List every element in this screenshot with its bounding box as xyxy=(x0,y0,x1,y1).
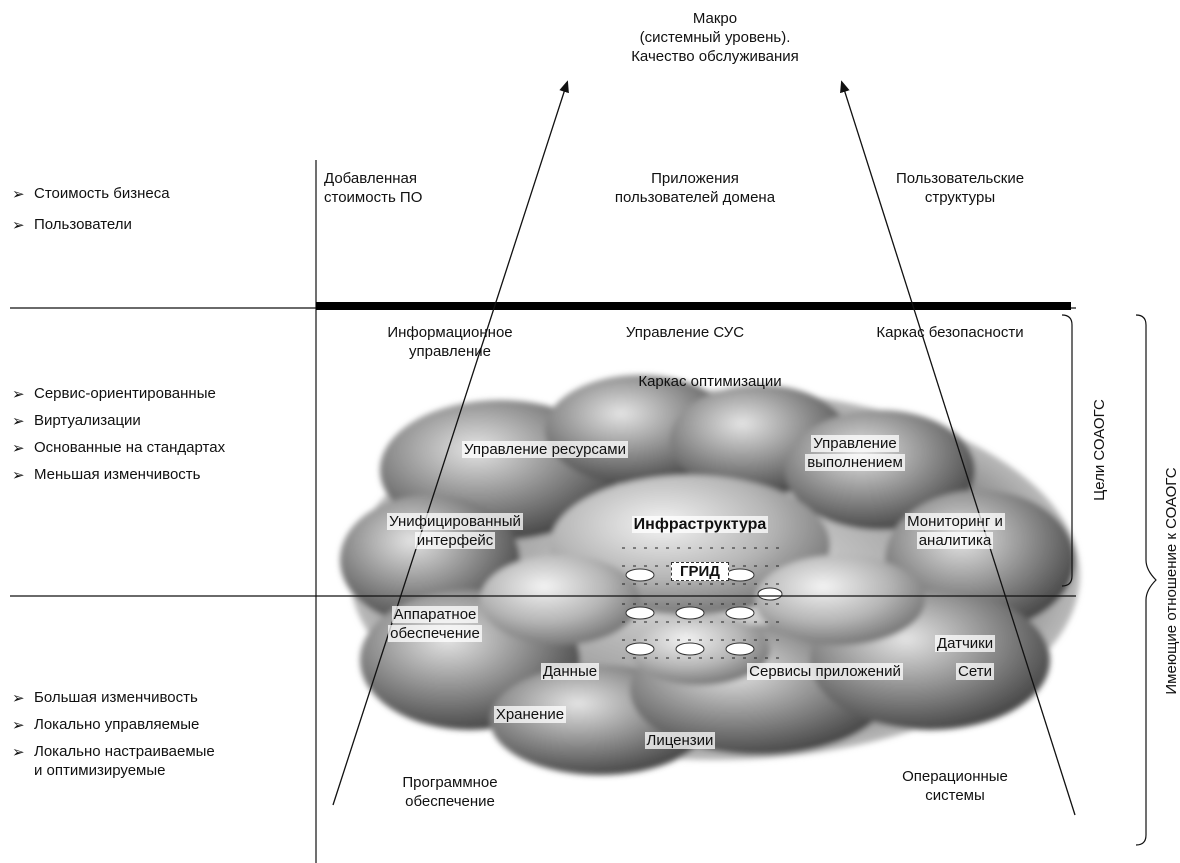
execution-management-label: Управление выполнением xyxy=(805,435,905,471)
bullets-business: ➢Стоимость бизнеса ➢Пользователи xyxy=(12,184,170,246)
bullet-arrow-icon: ➢ xyxy=(12,440,25,457)
info-management-label: Информационное управление xyxy=(387,324,513,360)
bullet-item-continuation: и оптимизируемые xyxy=(34,762,166,779)
bullet-arrow-icon: ➢ xyxy=(12,413,25,430)
security-frame-label: Каркас безопасности xyxy=(876,324,1024,341)
added-value-label: Добавленная стоимость ПО xyxy=(324,170,423,206)
bullet-arrow-icon: ➢ xyxy=(12,717,25,734)
storage-label: Хранение xyxy=(493,706,567,723)
bullet-item: ➢Стоимость бизнеса xyxy=(12,185,170,203)
grid-label: ГРИД xyxy=(640,562,760,581)
bullet-arrow-icon: ➢ xyxy=(12,217,25,234)
arrow-left xyxy=(332,80,569,806)
user-structures-label: Пользовательские структуры xyxy=(895,170,1025,206)
data-label: Данные xyxy=(540,663,600,680)
bullet-arrow-icon: ➢ xyxy=(12,744,25,761)
macro-label: Макро (системный уровень). Качество обсл… xyxy=(560,9,870,66)
cloud-illustration xyxy=(340,375,1080,775)
bracket-related xyxy=(1135,314,1157,846)
bullet-item: ➢Виртуализации xyxy=(12,412,141,430)
grid-nodes xyxy=(625,568,783,656)
arrow-right xyxy=(840,80,1076,816)
bullet-item: ➢Большая изменчивость xyxy=(12,689,198,707)
os-label: Операционные системы xyxy=(902,768,1008,804)
bullets-bottom: ➢Большая изменчивость ➢Локально управляе… xyxy=(12,688,215,780)
related-side-label: Имеющие отношение к СОАОГС xyxy=(1163,467,1180,695)
sla-management-label: Управление СУС xyxy=(625,324,745,341)
licenses-label: Лицензии xyxy=(644,732,716,749)
bullet-arrow-icon: ➢ xyxy=(12,386,25,403)
bullet-item: ➢Локально настраиваемые xyxy=(12,743,215,761)
macro-line-3: Качество обслуживания xyxy=(631,48,799,65)
bullet-item: ➢Пользователи xyxy=(12,216,132,234)
bullet-arrow-icon: ➢ xyxy=(12,690,25,707)
bullet-item: ➢Локально управляемые xyxy=(12,716,200,734)
hardware-label: Аппаратное обеспечение xyxy=(388,606,482,642)
macro-line-1: Макро xyxy=(692,10,738,27)
bullet-arrow-icon: ➢ xyxy=(12,467,25,484)
resource-management-label: Управление ресурсами xyxy=(462,441,628,458)
bullets-middle: ➢Сервис-ориентированные ➢Виртуализации ➢… xyxy=(12,384,225,492)
bullet-item: ➢Меньшая изменчивость xyxy=(12,466,201,484)
bracket-goals xyxy=(1061,314,1073,587)
sensors-label: Датчики xyxy=(934,635,996,652)
monitoring-label: Мониторинг и аналитика xyxy=(905,513,1005,549)
bullet-item: ➢Сервис-ориентированные xyxy=(12,385,216,403)
separator-thick xyxy=(316,302,1071,310)
goals-side-label: Цели СОАОГС xyxy=(1091,399,1108,501)
macro-line-2: (системный уровень). xyxy=(639,29,791,46)
bullet-item: ➢Основанные на стандартах xyxy=(12,439,226,457)
bullet-arrow-icon: ➢ xyxy=(12,186,25,203)
infrastructure-label: Инфраструктура xyxy=(631,516,769,533)
optimization-frame-label: Каркас оптимизации xyxy=(638,373,782,390)
app-services-label: Сервисы приложений xyxy=(747,663,903,680)
software-label: Программное обеспечение xyxy=(402,774,498,810)
networks-label: Сети xyxy=(956,663,994,680)
unified-interface-label: Унифицированный интерфейс xyxy=(387,513,523,549)
applications-label: Приложения пользователей домена xyxy=(614,170,776,206)
